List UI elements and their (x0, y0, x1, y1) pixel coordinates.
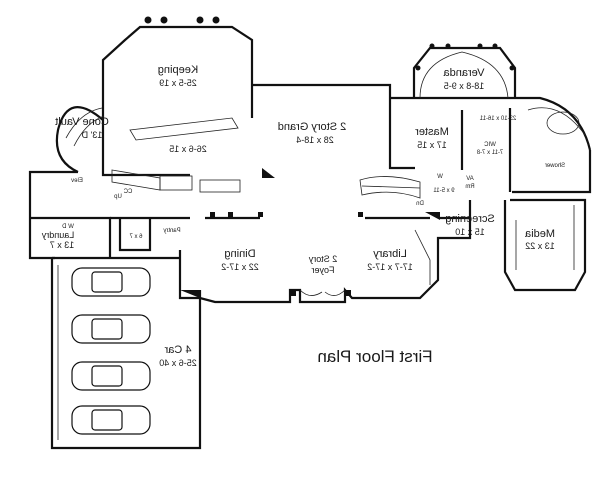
pantry-dim: 6 x 7 (129, 234, 143, 240)
av-sub: Rm (465, 184, 474, 190)
car-1 (71, 267, 151, 297)
dn-label: Dn (416, 201, 424, 207)
cone-vault-name: Cone Vault (55, 116, 109, 128)
screening-name: Screening (445, 213, 495, 225)
master-name: Master (415, 126, 449, 138)
foyer-name: 2 Story (308, 254, 337, 264)
garage-dim: 25-6 x 40 (159, 358, 197, 368)
dining-name: Dining (224, 248, 255, 260)
cone-vault-dim: 13' D (81, 130, 102, 140)
car-2 (71, 314, 151, 344)
wic-dim: 7-11 x 7-8 (476, 150, 503, 156)
garage-cars (71, 267, 151, 435)
wd-label: W D (62, 224, 74, 230)
media-name: Media (524, 228, 555, 240)
foyer-sub: Foyer (311, 265, 334, 275)
plan-title: First Floor Plan (317, 347, 432, 366)
master-dim: 17 x 15 (417, 140, 447, 150)
car-4 (71, 405, 151, 435)
laundry-name: Laundry (41, 230, 74, 240)
wic-name: WIC (484, 142, 496, 148)
laundry-dim: 13 x 7 (50, 240, 75, 250)
kitchen-dim: 26-6 x 15 (169, 144, 207, 154)
car-3 (71, 361, 151, 391)
library-dim: 17-7 x 17-2 (367, 262, 413, 272)
keeping-name: Keeping (158, 64, 198, 76)
cc-label: CC (123, 189, 132, 195)
w-dim: 9 x 5-11 (433, 188, 455, 194)
shower-name: Shower (545, 163, 565, 169)
library-name: Library (373, 248, 407, 260)
veranda-dim: 18-8 x 9-5 (444, 81, 485, 91)
dining-dim: 22 x 17-2 (221, 262, 259, 272)
keeping-dim: 25-5 x 19 (159, 78, 197, 88)
veranda-name: Veranda (443, 67, 485, 79)
garage-name: 4 Car (164, 344, 191, 356)
up-label: Up (114, 194, 122, 200)
grand-name: 2 Story Grand (278, 121, 346, 133)
interior-details (57, 51, 586, 440)
room-labels: Keeping 25-5 x 19 26-6 x 15 Cone Vault 1… (41, 64, 565, 368)
w-name: W (437, 174, 443, 180)
bath-dim: 23-10 x 16-11 (479, 116, 516, 122)
grand-dim: 28 x 18-4 (296, 135, 334, 145)
elev-label: Elev (71, 178, 83, 184)
pantry-name: Pantry (163, 228, 180, 234)
bay-columns (144, 16, 515, 298)
av-name: AV (466, 176, 474, 182)
media-dim: 13 x 22 (525, 241, 555, 251)
screening-dim: 15 x 10 (455, 227, 485, 237)
